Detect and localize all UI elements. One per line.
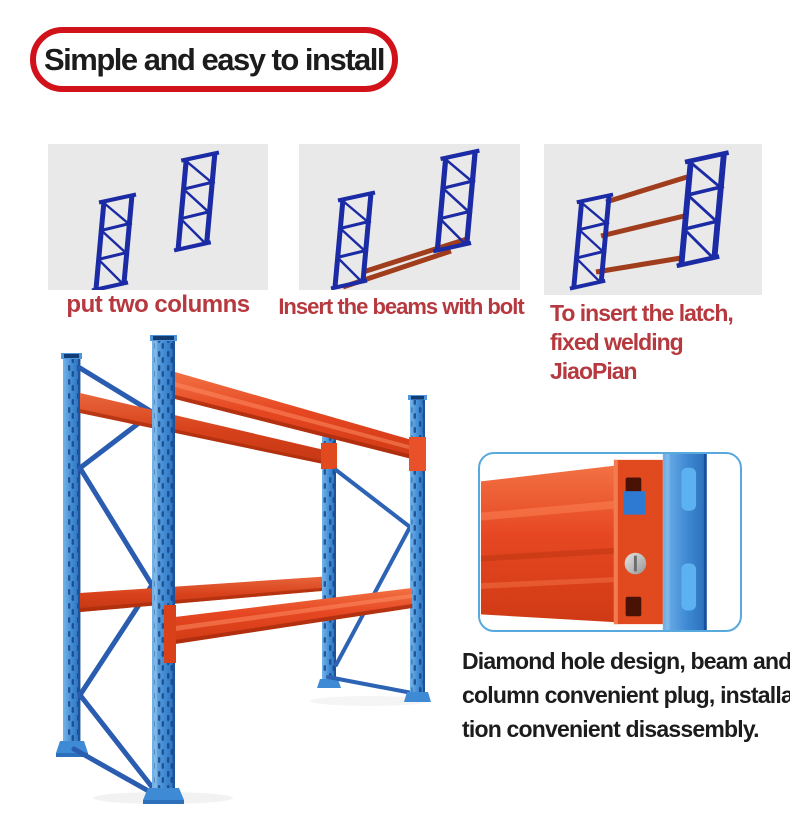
beam-column-connection-closeup: [480, 454, 707, 630]
two-upright-frames-illustration: [48, 144, 268, 290]
step-2-caption: Insert the beams with bolt: [278, 294, 524, 319]
title-badge: Simple and easy to install: [30, 27, 398, 92]
frames-with-two-beams-illustration: [299, 144, 520, 290]
page-title: Simple and easy to install: [43, 41, 386, 77]
step-1-image-box: [48, 144, 268, 290]
step-1-caption: put two columns: [66, 291, 250, 318]
detail-callout: [478, 452, 742, 632]
assembled-rack-three-beams-illustration: [544, 144, 762, 295]
step-3-caption: To insert the latch, fixed welding JiaoP…: [550, 300, 734, 384]
step-2-image-box: [299, 144, 520, 290]
step-3-image-box: [544, 144, 762, 295]
detail-caption: Diamond hole design, beam and column con…: [462, 648, 790, 742]
pallet-rack-product-photo: [56, 335, 431, 804]
